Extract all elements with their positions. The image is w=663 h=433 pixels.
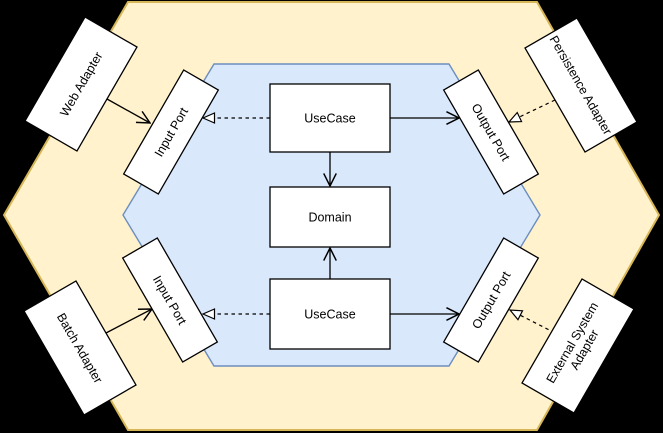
input-port-top-box — [122, 69, 220, 195]
use-case-bottom-label: UseCase — [304, 308, 355, 322]
web-adapter-box — [24, 16, 138, 152]
batch-adapter-box — [23, 280, 137, 416]
use-case-bottom-box — [269, 278, 391, 350]
output-port-top-box — [442, 69, 540, 195]
input-port-bottom-node: Input Port — [121, 237, 219, 363]
use-case-top-node: UseCase — [269, 83, 391, 153]
edge-web-adapter-to-input-port-top — [106, 98, 150, 123]
batch-adapter-node: Batch Adapter — [23, 280, 137, 416]
use-case-bottom-node: UseCase — [269, 278, 391, 350]
use-case-top-box — [269, 83, 391, 153]
input-port-bottom-box — [121, 237, 219, 363]
external-system-adapter-node: External System Adapter — [521, 278, 635, 414]
use-case-top-label: UseCase — [304, 112, 355, 126]
domain-node: Domain — [269, 186, 391, 248]
web-adapter-node: Web Adapter — [24, 16, 138, 152]
edge-batch-adapter-to-input-port-bottom — [105, 309, 152, 334]
domain-label: Domain — [308, 211, 351, 225]
external-system-adapter-box — [521, 278, 635, 414]
output-port-bottom-box — [442, 237, 540, 363]
persistence-adapter-box — [524, 17, 638, 153]
domain-box — [269, 186, 391, 248]
edge-persistence-adapter-to-output-port-top — [507, 99, 556, 123]
